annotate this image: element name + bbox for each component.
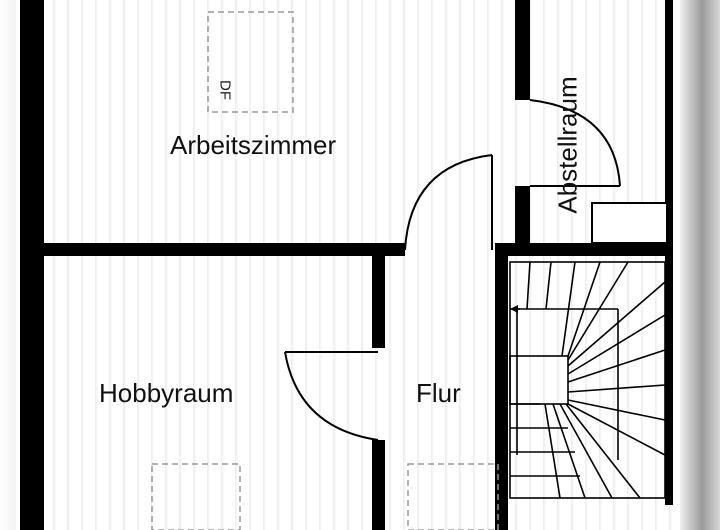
door-abstellraum-swing bbox=[529, 99, 621, 187]
room-label-hobbyraum: Hobbyraum bbox=[99, 378, 234, 408]
door-arbeitszimmer-swing bbox=[404, 154, 493, 251]
door-abstellraum bbox=[529, 99, 621, 187]
wall-left-upper bbox=[20, 0, 44, 255]
door-hobbyraum-swing bbox=[284, 351, 379, 441]
wall-abstell-left-lower bbox=[515, 186, 530, 256]
stair-tread bbox=[567, 314, 666, 375]
stair-tread bbox=[545, 261, 552, 310]
room-label-flur: Flur bbox=[416, 378, 461, 408]
stair-tread bbox=[552, 403, 586, 499]
skylight-flur bbox=[407, 463, 499, 530]
skylight-label: DF bbox=[216, 80, 234, 100]
wall-flur-right bbox=[495, 255, 508, 530]
left-edge-shade bbox=[0, 0, 16, 530]
right-edge-shade bbox=[680, 0, 720, 530]
room-label-abstellraum: Abstellraum bbox=[552, 76, 583, 214]
stair-tread bbox=[559, 403, 613, 499]
wall-stair-top bbox=[495, 243, 670, 256]
stair-tread bbox=[544, 403, 561, 499]
door-hobbyraum bbox=[284, 351, 379, 441]
stair-tread bbox=[567, 384, 666, 393]
staircase bbox=[509, 261, 666, 499]
wall-left-lower bbox=[20, 255, 44, 530]
walls bbox=[20, 0, 673, 530]
wall-right bbox=[665, 0, 673, 505]
stair-tread bbox=[526, 261, 531, 310]
stair-tread bbox=[565, 403, 641, 499]
skylight-arbeitszimmer bbox=[207, 11, 294, 113]
wall-flur-left-upper bbox=[372, 255, 385, 348]
stair-tread bbox=[567, 349, 666, 383]
skylights bbox=[151, 11, 499, 530]
stair-tread bbox=[567, 281, 666, 367]
wall-mid-horizontal bbox=[20, 243, 405, 256]
stair-tread bbox=[561, 261, 576, 357]
stair-tread bbox=[567, 261, 601, 357]
wall-abstell-left-upper bbox=[515, 0, 530, 100]
door-arbeitszimmer bbox=[404, 154, 493, 251]
skylight-hobbyraum bbox=[151, 463, 241, 530]
storage-box bbox=[591, 202, 668, 244]
stair-well bbox=[509, 355, 569, 405]
room-label-arbeitszimmer: Arbeitszimmer bbox=[170, 130, 337, 160]
stair-direction-arrow bbox=[510, 305, 518, 313]
stair-tread bbox=[567, 399, 666, 421]
wall-flur-left-lower bbox=[372, 440, 385, 530]
stair-tread bbox=[567, 261, 629, 361]
stair-tread bbox=[567, 403, 666, 456]
